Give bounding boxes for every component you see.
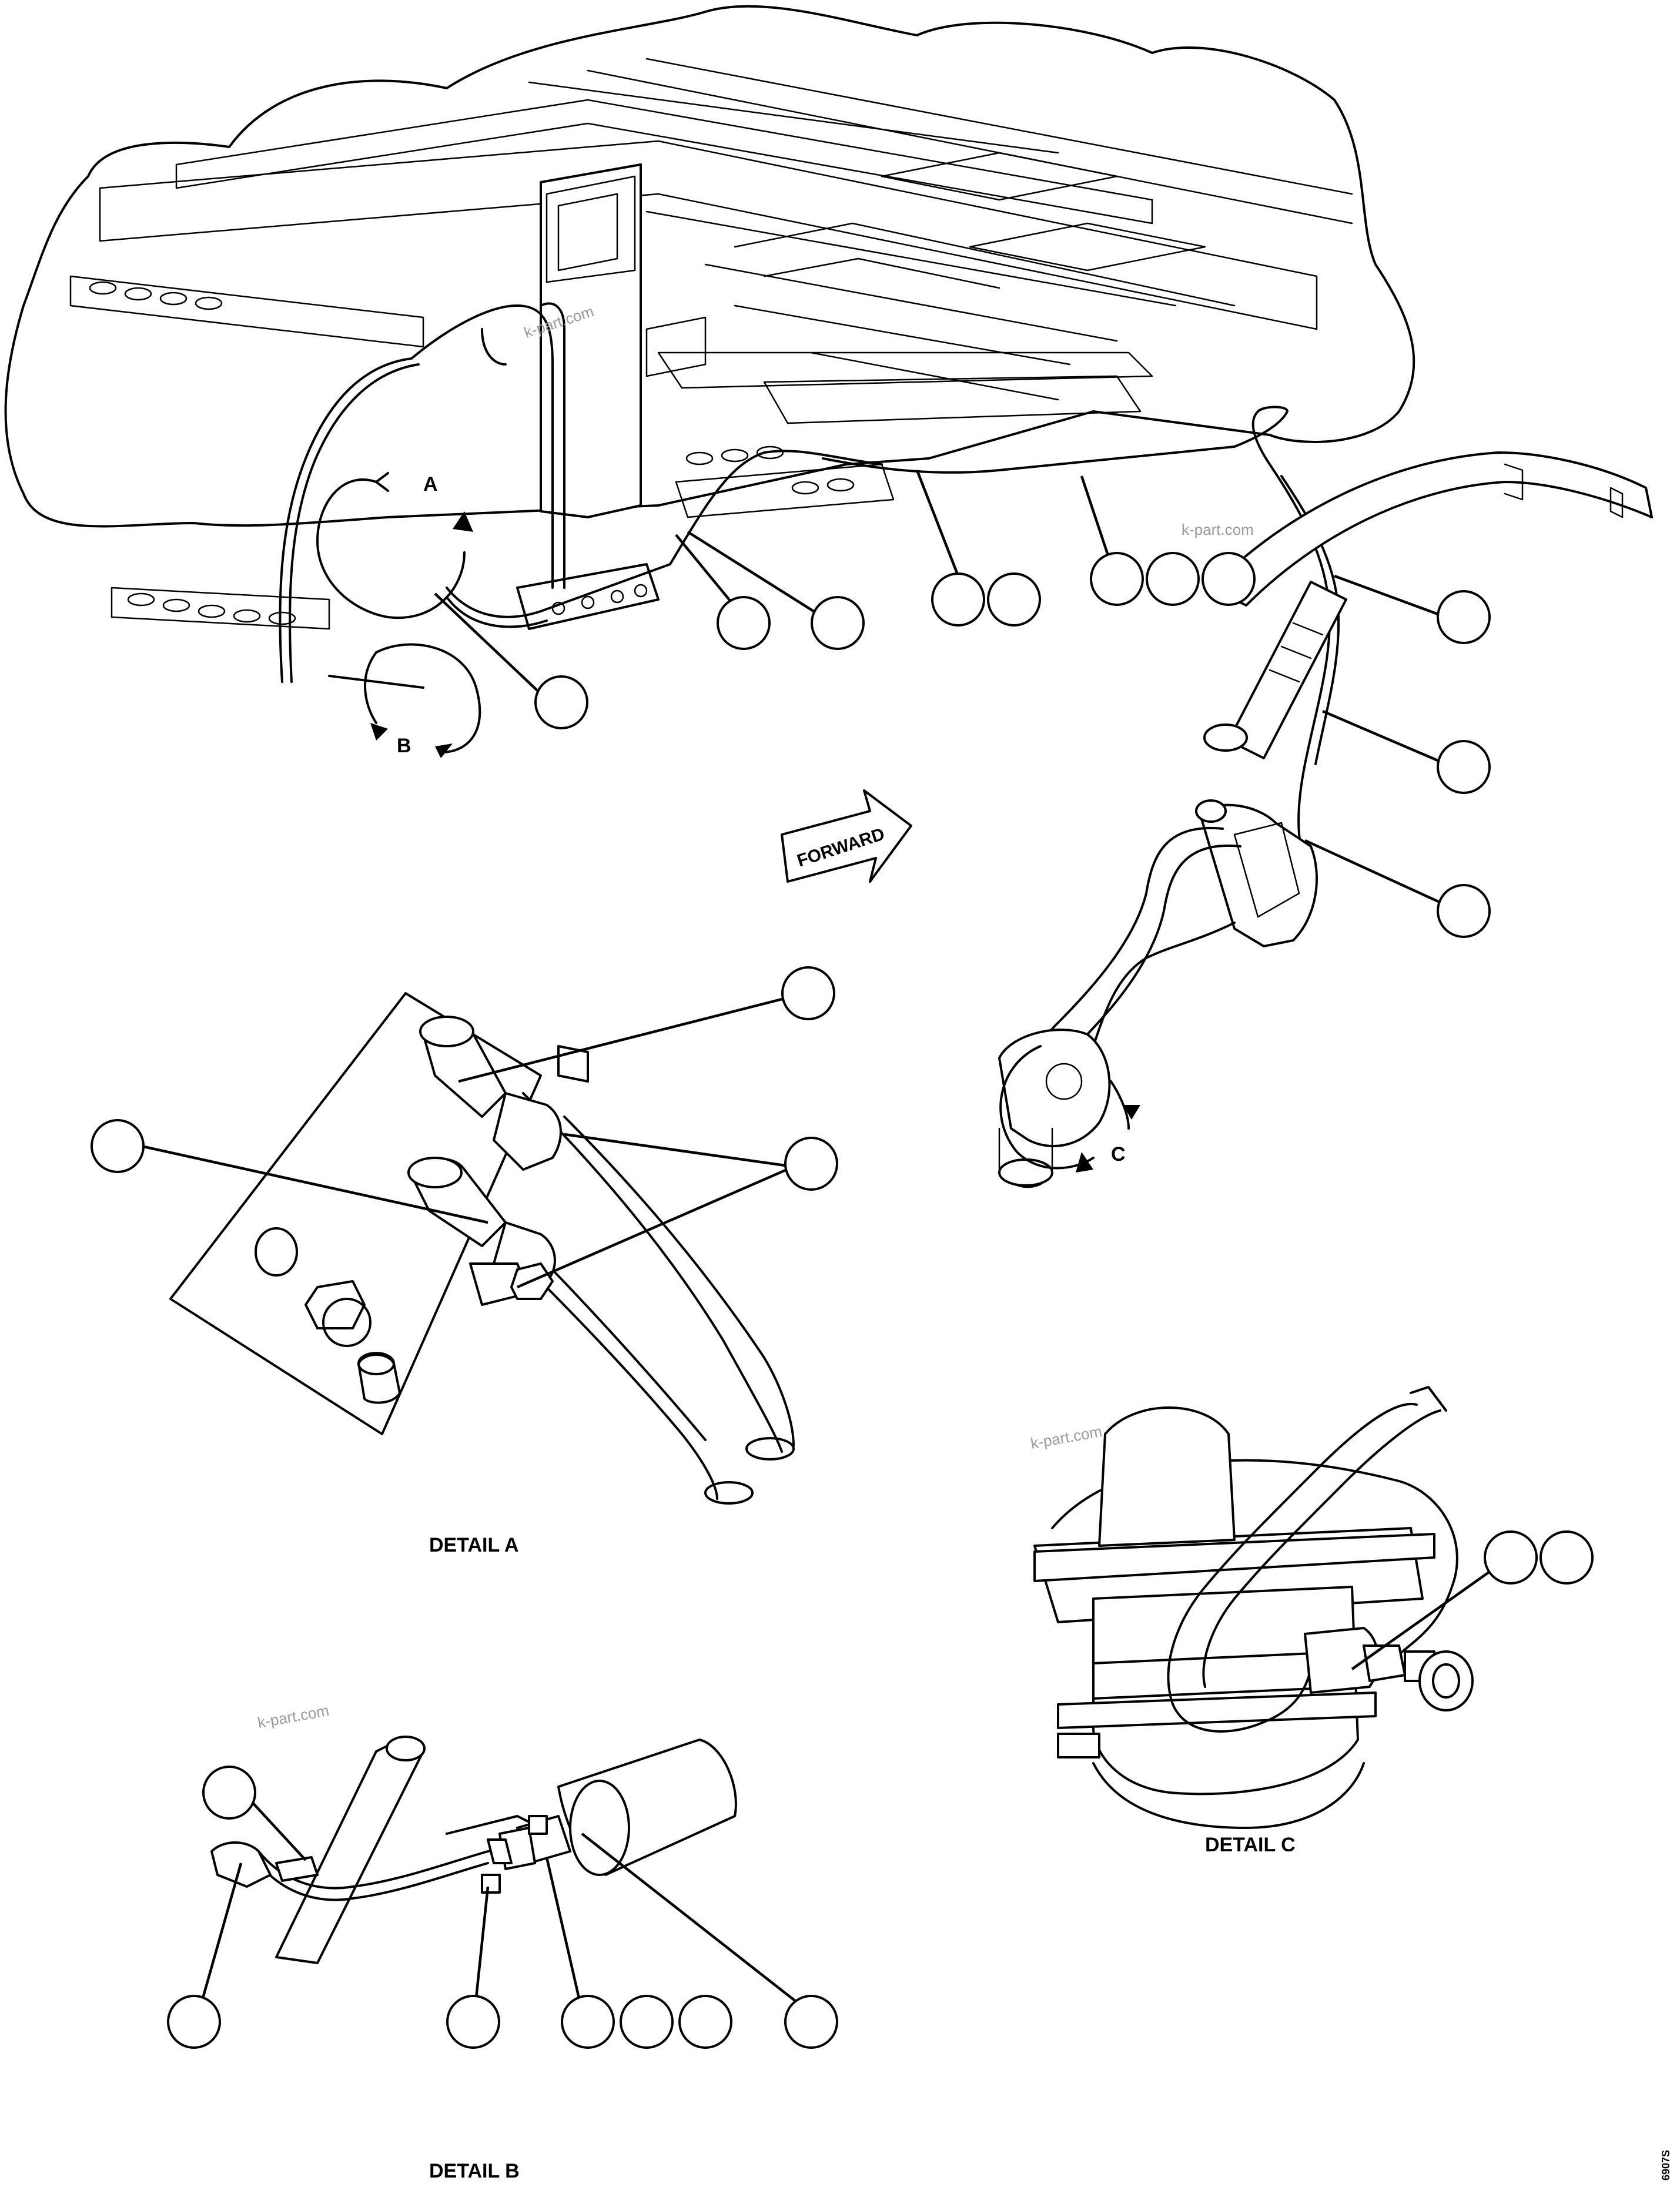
callout-circle <box>717 596 771 650</box>
callout-circle <box>784 1995 838 2049</box>
callout-circle <box>1090 552 1144 606</box>
rail-holes-bottom <box>127 592 296 625</box>
callout-circle <box>1484 1530 1538 1585</box>
detail-c: DETAIL C <box>1033 1386 1594 1856</box>
callout-circle <box>1146 552 1200 606</box>
callout-circle <box>167 1995 221 2049</box>
callout-circle <box>811 596 865 650</box>
view-arrow-b: B <box>328 643 481 758</box>
view-arrow-a: A <box>316 472 473 619</box>
callout-circle <box>1540 1530 1594 1585</box>
watermark: k-part.com <box>1182 521 1254 538</box>
main-assembly-view: FORWARD A B C <box>4 5 1653 1188</box>
rail-holes-left <box>89 281 223 310</box>
detail-a-caption: DETAIL A <box>429 1534 518 1556</box>
callout-circle <box>202 1766 256 1820</box>
callout-circle <box>620 1995 674 2049</box>
view-marker-b: B <box>397 735 411 757</box>
callout-circle <box>678 1995 732 2049</box>
muffler-tube <box>1227 581 1347 759</box>
mounting-plate <box>169 992 542 1435</box>
forward-arrow: FORWARD <box>781 789 912 883</box>
view-marker-a: A <box>423 473 438 495</box>
callout-circle <box>784 1137 838 1191</box>
callout-circle <box>534 675 588 729</box>
frame-pillar <box>540 163 642 518</box>
callout-circle <box>446 1995 500 2049</box>
watermark: k-part.com <box>1029 1422 1103 1452</box>
callout-circle <box>1437 740 1491 794</box>
figure-code: 6907S <box>1660 2150 1672 2180</box>
view-marker-c: C <box>1111 1143 1126 1165</box>
callout-circle <box>91 1119 145 1173</box>
detail-a: DETAIL A <box>91 966 838 1556</box>
detail-b-caption: DETAIL B <box>429 2160 520 2182</box>
frame-outline <box>4 5 1415 528</box>
pump-housing <box>1198 803 1318 947</box>
callout-circle <box>781 966 835 1020</box>
rail-holes-center <box>685 446 855 495</box>
callout-circle <box>1437 884 1491 938</box>
detail-c-caption: DETAIL C <box>1205 1834 1296 1856</box>
callouts-main <box>434 470 1491 938</box>
view-arrow-c: C <box>999 1045 1140 1173</box>
callout-circle <box>931 572 985 627</box>
detail-b: DETAIL B <box>167 1736 838 2182</box>
callout-circle <box>987 572 1041 627</box>
exhaust-pipe <box>1210 451 1653 607</box>
callout-circle <box>561 1995 615 2049</box>
watermark: k-part.com <box>256 1701 330 1731</box>
lower-pump <box>998 1029 1111 1147</box>
pump-body <box>1092 1586 1359 1796</box>
callout-circle <box>1202 552 1256 606</box>
callout-circle <box>1437 590 1491 644</box>
